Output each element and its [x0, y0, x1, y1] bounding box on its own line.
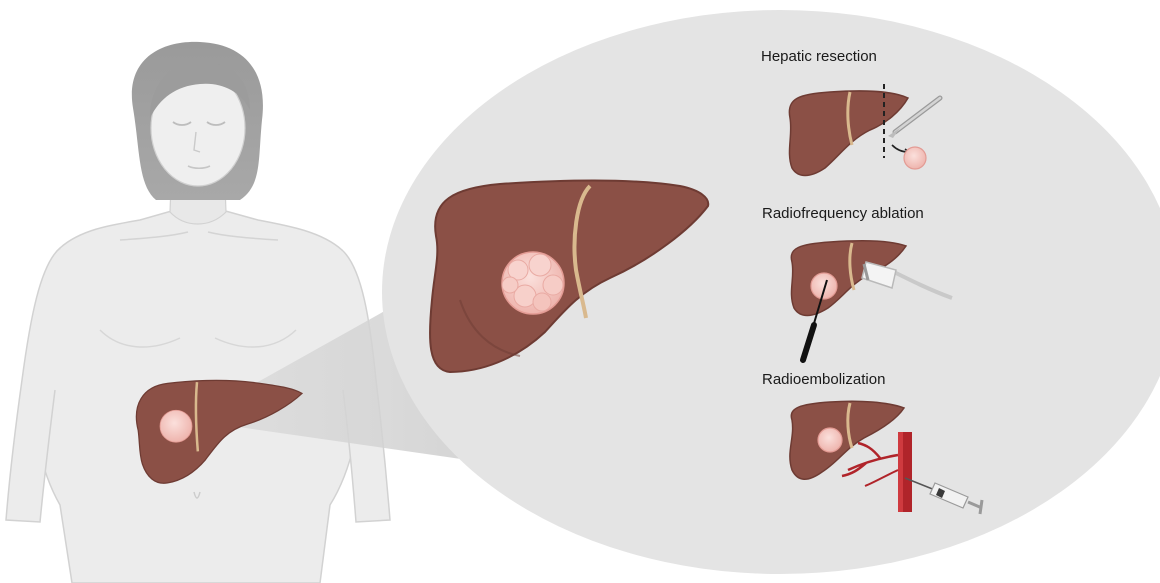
label-radiofrequency-ablation: Radiofrequency ablation: [762, 205, 924, 222]
label-radioembolization: Radioembolization: [762, 371, 885, 388]
liver-tumor: [502, 252, 564, 314]
label-hepatic-resection: Hepatic resection: [761, 48, 877, 65]
female-body-figure: [6, 42, 390, 583]
resected-tumor: [904, 147, 926, 169]
